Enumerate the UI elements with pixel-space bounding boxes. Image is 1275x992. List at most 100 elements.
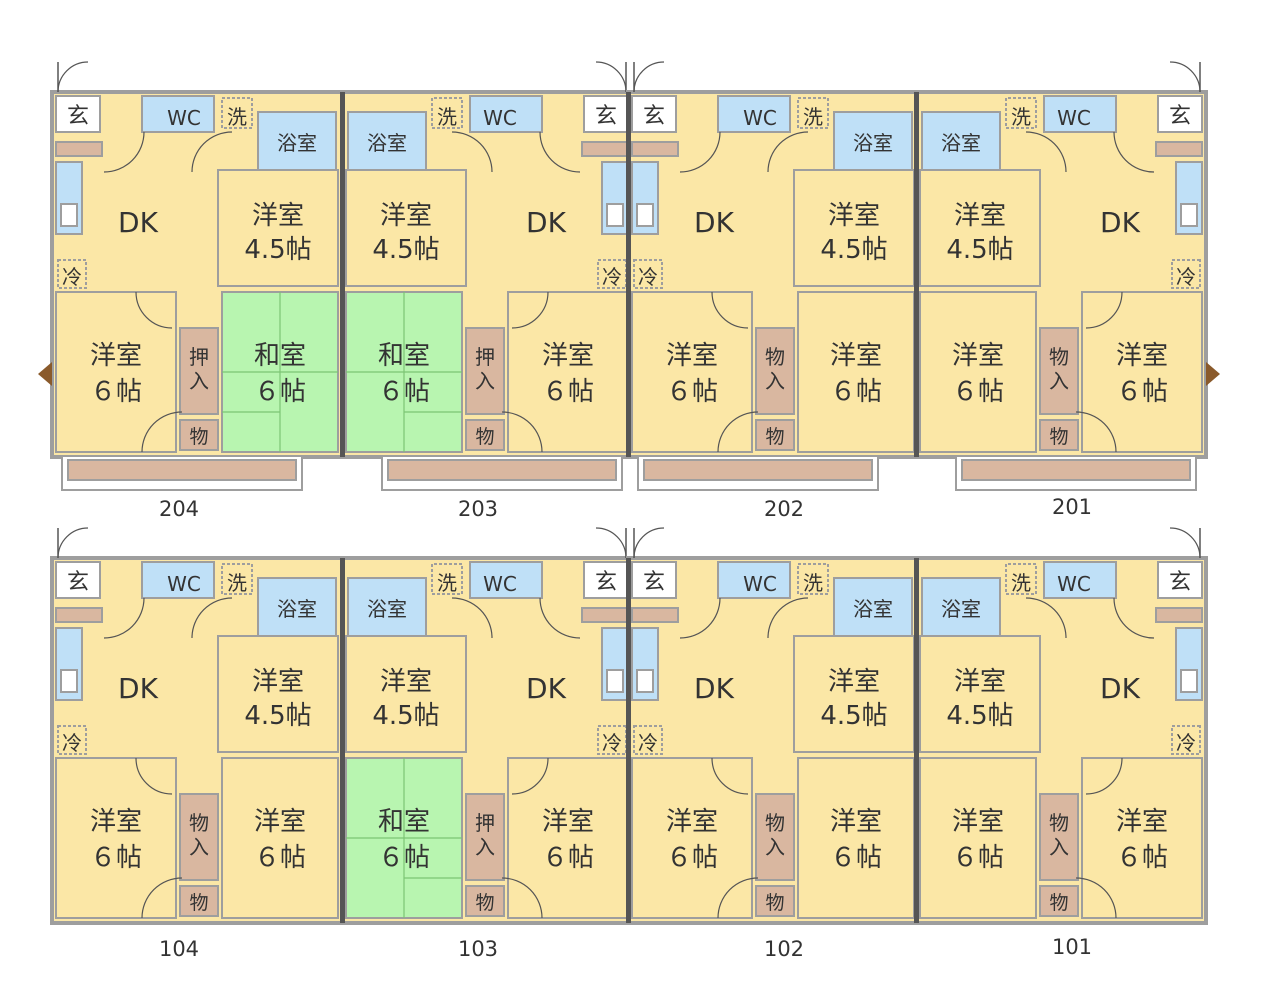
tatami-lines [346,758,462,918]
dk-label: DK [1100,672,1141,705]
room-right [797,757,915,919]
closet-label-bottom: 入 [475,835,495,859]
washer-label: 洗 [437,571,457,595]
entrance [1157,561,1203,599]
party-wall-4 [626,558,631,923]
room-small-size: 4.5帖 [372,235,439,265]
dk-label: DK [526,206,567,239]
bath-label: 浴室 [367,131,407,155]
tatami-lines [222,292,338,452]
entrance [1157,95,1203,133]
room-small [345,169,467,287]
room-left-size: ６帖 [666,377,718,407]
bath [347,577,427,637]
closet [1039,793,1079,881]
door-entrance-inner [1113,597,1155,639]
closet-label-top: 物 [1049,811,1069,835]
room-left-size: ６帖 [90,377,142,407]
door-small-room [1025,131,1067,173]
closet-label-top: 物 [765,345,785,369]
room-left-size: ６帖 [1116,843,1168,873]
fridge-space [1171,725,1201,755]
wc [469,561,543,599]
closet [465,793,505,881]
party-wall-2 [914,92,919,457]
fridge-label: 冷 [602,265,622,289]
room-left-type: 洋室 [666,807,718,837]
door-entrance-inner [1113,131,1155,173]
tatami-lines [346,292,462,452]
room-small-size: 4.5帖 [244,701,311,731]
closet-label-top: 物 [189,811,209,835]
room-small-size: 4.5帖 [820,235,887,265]
fridge-label: 冷 [62,731,82,755]
closet [465,327,505,415]
entrance [631,561,677,599]
entrance [55,561,101,599]
dk-label: DK [694,672,735,705]
storage [1039,885,1079,917]
storage-label: 物 [475,892,494,914]
room-left-type: 洋室 [666,341,718,371]
door-dk [711,757,749,795]
door-left-room [501,411,543,453]
bath [921,577,1001,637]
door-front [57,61,89,93]
fridge-space [57,725,87,755]
unit-label-204: 204 [158,497,200,521]
wc [469,95,543,133]
door-small-room [191,597,233,639]
room-small-type: 洋室 [954,201,1006,231]
door-entrance-inner [539,597,581,639]
door-small-room [451,597,493,639]
room-right-size: ６帖 [952,377,1004,407]
shoe-box [631,141,679,157]
washer-label: 洗 [227,571,247,595]
room-right-type: 洋室 [830,341,882,371]
room-right-size: ６帖 [952,843,1004,873]
wc [141,561,215,599]
washer [797,563,829,595]
closet-label-bottom: 入 [1049,369,1069,393]
fridge-label: 冷 [602,731,622,755]
closet-label-bottom: 入 [1049,835,1069,859]
entrance-label: 玄 [1169,104,1191,129]
door-dk [511,291,549,329]
door-front [1169,61,1201,93]
fridge-label: 冷 [638,265,658,289]
room-small-type: 洋室 [380,667,432,697]
shoe-box [1155,607,1203,623]
room-small [919,169,1041,287]
closet-label-top: 押 [475,345,495,369]
room-right [221,757,339,919]
shoe-box [55,607,103,623]
room-small-size: 4.5帖 [946,235,1013,265]
door-small-room [191,131,233,173]
unit-label-102: 102 [763,937,805,961]
closet-label-bottom: 入 [475,369,495,393]
door-dk [711,291,749,329]
bath-label: 浴室 [277,131,317,155]
sink [60,203,78,227]
room-left [55,291,177,453]
entrance-label: 玄 [1169,570,1191,595]
storage-label: 物 [1049,426,1068,448]
entrance [55,95,101,133]
room-left-type: 洋室 [90,807,142,837]
room-small-size: 4.5帖 [946,701,1013,731]
washer [1005,97,1037,129]
room-small-size: 4.5帖 [820,701,887,731]
washer-label: 洗 [227,105,247,129]
room-right-size: ６帖 [830,843,882,873]
door-left-room [501,877,543,919]
entrance-label: 玄 [643,104,665,129]
dk-label: DK [1100,206,1141,239]
washer-label: 洗 [437,105,457,129]
room-small [217,635,339,753]
closet [179,327,219,415]
bath-label: 浴室 [367,597,407,621]
door-left-room [1075,411,1117,453]
